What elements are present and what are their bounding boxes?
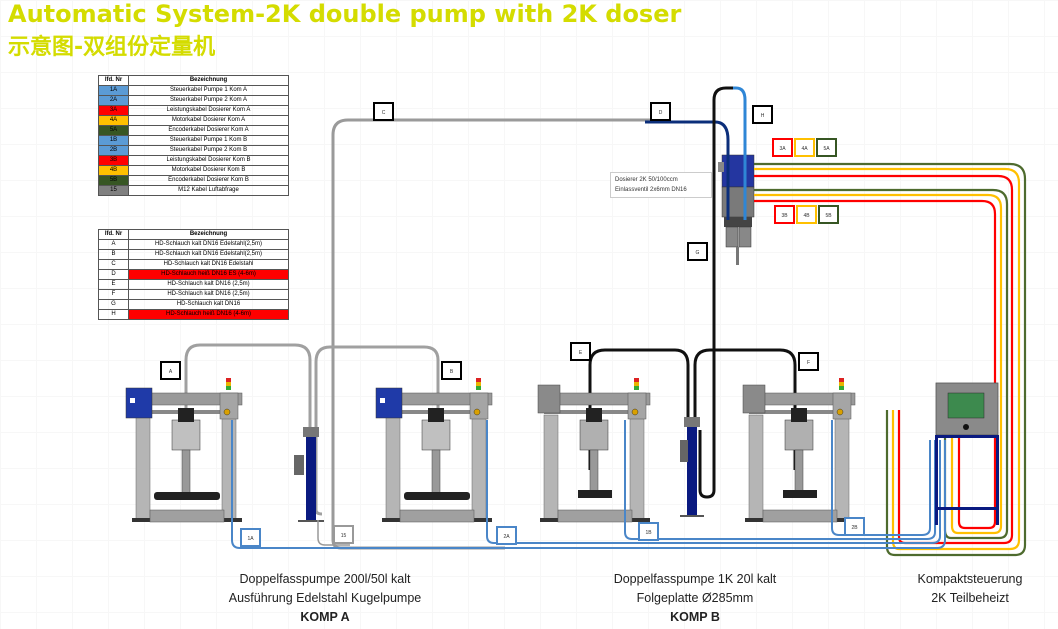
pump-station-a1: [125, 378, 243, 523]
caption-komp-a-line1: Doppelfasspumpe 200l/50l kalt: [239, 572, 411, 586]
cable-label-5a: 5A: [816, 138, 837, 157]
control-cables: [231, 420, 946, 549]
doser-unit: [718, 150, 755, 265]
doser-note: Dosierer 2K 50/100ccm Einlassventil 2x6m…: [610, 172, 712, 198]
hose-label-d-text: D: [659, 110, 663, 116]
page-subtitle: 示意图-双组份定量机: [8, 35, 216, 60]
pressure-column-a: [294, 427, 324, 522]
caption-komp-a-line2: Ausführung Edelstahl Kugelpumpe: [228, 591, 422, 605]
cable-15: [317, 520, 350, 546]
caption-komp-a: Doppelfasspumpe 200l/50l kalt Ausführung…: [200, 570, 450, 627]
cable-label-2a-text: 2A: [503, 534, 510, 540]
hose-label-g-text: G: [696, 250, 700, 256]
doser-note-line1: Dosierer 2K 50/100ccm: [615, 177, 678, 183]
caption-control-line1: Kompaktsteuerung: [917, 572, 1023, 586]
hose-label-f: F: [798, 352, 819, 371]
hose-label-e-text: E: [579, 350, 583, 356]
pressure-column-b: [680, 417, 704, 517]
caption-komp-b: Doppelfasspumpe 1K 20l kalt Folgeplatte …: [580, 570, 810, 627]
hose-label-e: E: [570, 342, 591, 361]
cable-label-15-text: 15: [341, 533, 347, 539]
doser-cables: [754, 162, 1027, 557]
hose-a: [184, 343, 312, 440]
cable-label-3b: 3B: [774, 205, 795, 224]
cable-label-1a-text: 1A: [247, 536, 254, 542]
hose-g: [698, 86, 735, 499]
caption-komp-b-line2: Folgeplatte Ø285mm: [636, 591, 754, 605]
page-title: Automatic System-2K double pump with 2K …: [8, 0, 682, 28]
cable-label-5a-text: 5A: [823, 146, 830, 152]
pump-station-b2: [742, 378, 856, 523]
cable-label-4a: 4A: [794, 138, 815, 157]
cable-label-1b-text: 1B: [645, 530, 652, 536]
caption-control-line2: 2K Teilbeheizt: [931, 591, 1009, 605]
hose-label-f-text: F: [807, 360, 810, 366]
hose-label-h: H: [752, 105, 773, 124]
caption-komp-b-line1: Doppelfasspumpe 1K 20l kalt: [613, 572, 777, 586]
doser-note-line2: Einlassventil 2x6mm DN16: [615, 187, 687, 193]
caption-control: Kompaktsteuerung 2K Teilbeheizt: [895, 570, 1045, 608]
hose-label-b-text: B: [450, 369, 454, 375]
cable-label-5b-text: 5B: [825, 213, 832, 219]
control-cabinet: [935, 382, 999, 525]
hose-c: [331, 118, 655, 550]
pump-station-b1: [537, 378, 651, 523]
legend-description: M12 Kabel Luftabfrage: [128, 185, 289, 196]
cable-label-3a-text: 3A: [779, 146, 786, 152]
caption-komp-a-line3: KOMP A: [300, 610, 350, 624]
pump-station-a2: [375, 378, 493, 523]
cable-label-3b-text: 3B: [781, 213, 788, 219]
hose-h: [733, 86, 747, 240]
legend-description: HD-Schlauch heiß DN16 (4-6m): [128, 309, 289, 320]
hose-label-c: C: [373, 102, 394, 121]
hose-label-b: B: [441, 361, 462, 380]
cable-label-4a-text: 4A: [801, 146, 808, 152]
hose-label-g: G: [687, 242, 708, 261]
hose-label-c-text: C: [382, 110, 386, 116]
hose-label-d: D: [650, 102, 671, 121]
caption-komp-b-line3: KOMP B: [670, 610, 720, 624]
cable-label-15: 15: [333, 525, 354, 544]
hose-label-h-text: H: [761, 113, 765, 119]
hose-label-a: A: [160, 361, 181, 380]
cable-label-2b-text: 2B: [851, 525, 858, 531]
cable-label-1a: 1A: [240, 528, 261, 547]
cable-label-1b: 1B: [638, 522, 659, 541]
hose-f: [693, 348, 797, 470]
hose-b: [314, 345, 440, 516]
cable-label-2b: 2B: [844, 517, 865, 536]
cable-label-4b-text: 4B: [803, 213, 810, 219]
cable-label-4b: 4B: [796, 205, 817, 224]
cable-label-2a: 2A: [496, 526, 517, 545]
hose-label-a-text: A: [169, 369, 173, 375]
cable-label-5b: 5B: [818, 205, 839, 224]
cable-label-3a: 3A: [772, 138, 793, 157]
